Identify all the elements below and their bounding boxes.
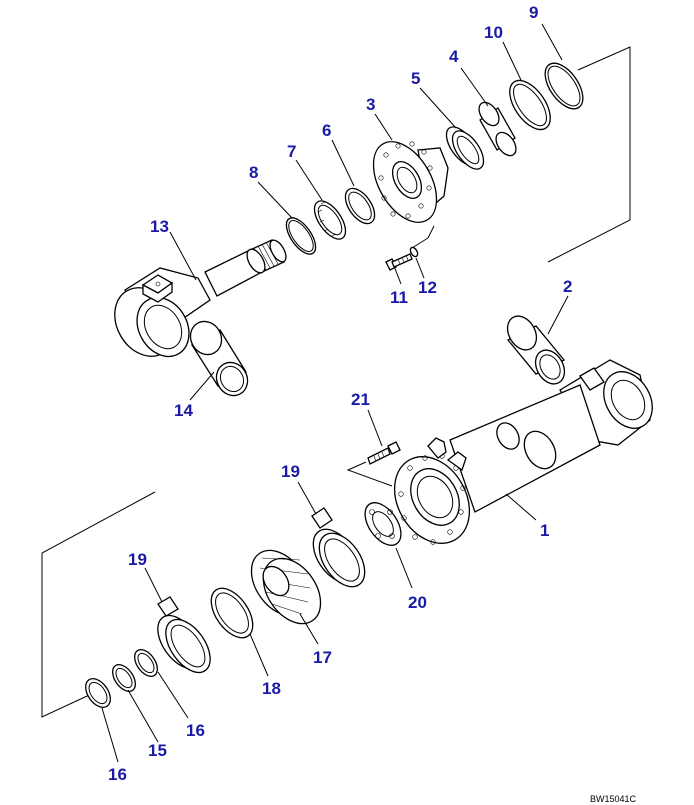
callout-6: 6 <box>322 121 331 140</box>
callout-17: 17 <box>313 648 332 667</box>
callout-3: 3 <box>366 95 375 114</box>
callout-19-lower: 19 <box>128 550 147 569</box>
bolt-guide-line <box>411 237 429 249</box>
part-7-dust-seal <box>313 200 347 240</box>
axis-lines <box>41 46 631 718</box>
part-21-bolt <box>367 441 401 465</box>
callout-19-upper: 19 <box>281 462 300 481</box>
part-13-piston-rod <box>114 239 287 358</box>
part-3-cylinder-head <box>372 141 449 223</box>
part-16-ring-right <box>134 649 158 677</box>
callout-4: 4 <box>449 47 459 66</box>
callout-18: 18 <box>262 679 281 698</box>
part-19-wear-ring-lower <box>157 596 211 674</box>
callout-16-left: 16 <box>108 765 127 784</box>
part-17-piston <box>250 549 322 625</box>
callout-9: 9 <box>529 3 538 22</box>
part-20-collar <box>364 502 402 546</box>
part-19-wear-ring-upper <box>311 507 366 588</box>
part-4-bushing <box>478 101 517 157</box>
part-16-ring-left <box>85 678 111 708</box>
head-bolt-guide <box>427 225 435 239</box>
reference-code: BW15041C <box>590 794 637 804</box>
callout-7: 7 <box>287 142 296 161</box>
callout-11: 11 <box>390 288 408 307</box>
part-2-bushing <box>506 315 566 385</box>
callout-20: 20 <box>408 593 427 612</box>
part-15-backup-ring <box>112 664 136 692</box>
callout-14: 14 <box>174 401 193 420</box>
part-18-piston-ring <box>210 587 254 639</box>
callout-10: 10 <box>484 23 503 42</box>
part-5-seal <box>445 126 485 170</box>
part-14-bushing <box>189 320 249 397</box>
callout-8: 8 <box>249 163 258 182</box>
callout-1: 1 <box>540 521 549 540</box>
part-12-washer <box>409 246 419 258</box>
part-1-cylinder-tube <box>393 359 653 545</box>
callout-15: 15 <box>148 741 167 760</box>
callout-16-right: 16 <box>186 721 205 740</box>
part-10-backup-ring <box>509 79 551 131</box>
bolt-21-guide-line <box>346 461 393 487</box>
callout-12: 12 <box>418 278 437 297</box>
callout-labels: 9 10 4 5 3 6 7 8 13 11 12 2 14 21 19 1 1… <box>108 3 572 784</box>
callout-13: 13 <box>150 217 169 236</box>
part-9-o-ring <box>544 62 584 110</box>
part-6-snap-ring <box>344 187 376 225</box>
callout-2: 2 <box>563 277 572 296</box>
callout-21: 21 <box>351 390 370 409</box>
part-11-bolt <box>385 253 413 271</box>
part-8-ring <box>285 217 317 255</box>
leader-lines <box>101 23 569 763</box>
callout-5: 5 <box>411 69 420 88</box>
